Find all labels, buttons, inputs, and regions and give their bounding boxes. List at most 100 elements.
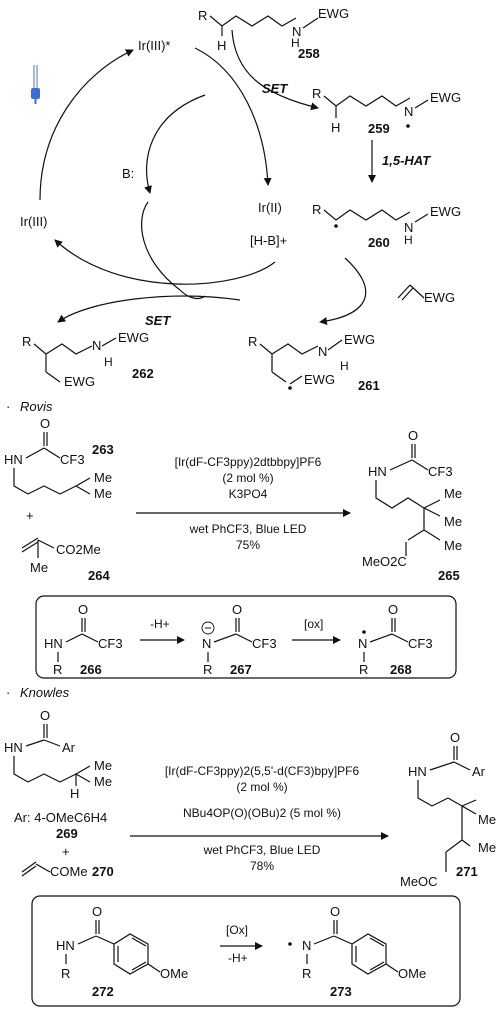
- svg-text:Ar: Ar: [472, 764, 486, 779]
- svg-text:Me: Me: [94, 486, 112, 501]
- svg-text:Me: Me: [444, 538, 462, 553]
- svg-text:H: H: [70, 786, 79, 801]
- svg-text:HN: HN: [368, 464, 387, 479]
- svg-text:Ar: 4-OMeC6H4: Ar: 4-OMeC6H4: [14, 810, 107, 825]
- ir2-label: Ir(II): [258, 200, 282, 215]
- svg-text:273: 273: [330, 984, 352, 999]
- arrow-ir2-to-ir3: [54, 239, 276, 285]
- svg-text:272: 272: [92, 984, 114, 999]
- svg-text:K3PO4: K3PO4: [229, 487, 268, 501]
- arrow-base-in: [144, 94, 206, 194]
- svg-text:Me: Me: [478, 812, 496, 827]
- svg-text:Me: Me: [478, 840, 496, 855]
- svg-text:N: N: [318, 344, 327, 359]
- svg-text:265: 265: [438, 568, 460, 583]
- svg-text:EWG: EWG: [64, 374, 95, 389]
- svg-text:Me: Me: [30, 560, 48, 575]
- svg-text:Me: Me: [94, 470, 112, 485]
- svg-text:CF3: CF3: [408, 636, 433, 651]
- svg-text:EWG: EWG: [304, 372, 335, 387]
- svg-text:R: R: [312, 202, 321, 217]
- svg-text:-H+: -H+: [150, 617, 170, 631]
- compound-266: O HN CF3 R 266: [44, 602, 123, 677]
- svg-text:Me: Me: [94, 774, 112, 789]
- svg-text:EWG: EWG: [424, 290, 455, 305]
- svg-text:O: O: [92, 904, 102, 919]
- svg-text:O: O: [450, 730, 460, 745]
- svg-text:R: R: [203, 662, 212, 677]
- svg-text:260: 260: [368, 235, 390, 250]
- knowles-catalyst: [Ir(dF-CF3ppy)2(5,5'-d(CF3)bpy]PF6: [165, 764, 360, 778]
- svg-text:HN: HN: [4, 452, 23, 467]
- svg-text:CF3: CF3: [428, 464, 453, 479]
- svg-text:EWG: EWG: [430, 90, 461, 105]
- svg-text:269: 269: [56, 826, 78, 841]
- svg-text:O: O: [408, 428, 418, 443]
- alkene-ewg: EWG: [397, 284, 455, 305]
- compound-261: R EWG N H EWG 261: [248, 332, 380, 393]
- svg-text:[ox]: [ox]: [304, 617, 323, 631]
- compound-272: O HN OMe R 272: [56, 904, 188, 999]
- svg-text:N: N: [92, 338, 101, 353]
- rovis-section: · Rovis O HN CF3 263 Me Me + Me CO2Me 26…: [4, 399, 462, 679]
- svg-text:R: R: [248, 334, 257, 349]
- arrow-set-top: [231, 29, 319, 111]
- hat-label: 1,5-HAT: [382, 153, 431, 168]
- rovis-catalyst: [Ir(dF-CF3ppy)2dtbbpy]PF6: [175, 455, 322, 469]
- svg-text:270: 270: [92, 864, 114, 879]
- catalytic-cycle: Ir(III)* Ir(III) Ir(II) [H-B]+ B: SET 1,…: [20, 6, 461, 393]
- svg-text:O: O: [40, 416, 50, 431]
- compound-262: R EWG N H EWG 262: [22, 330, 154, 389]
- svg-text:MeO2C: MeO2C: [362, 554, 407, 569]
- svg-text:[Ox]: [Ox]: [226, 923, 248, 937]
- svg-text:262: 262: [132, 366, 154, 381]
- svg-text:R: R: [22, 334, 31, 349]
- svg-text:NBu4OP(O)(OBu)2 (5 mol %): NBu4OP(O)(OBu)2 (5 mol %): [183, 806, 341, 820]
- svg-text:HN: HN: [4, 740, 23, 755]
- rovis-mechanism-box: [35, 595, 457, 679]
- compound-273: O N OMe R 273: [288, 904, 426, 999]
- svg-text:HN: HN: [56, 938, 75, 953]
- svg-text:O: O: [232, 602, 242, 617]
- ir3-label: Ir(III): [20, 214, 47, 229]
- compound-258: R H N H EWG 258: [198, 6, 349, 61]
- ir3-star-label: Ir(III)*: [138, 38, 171, 53]
- svg-text:CF3: CF3: [98, 636, 123, 651]
- arrow-addition: [319, 257, 367, 325]
- svg-text:268: 268: [390, 662, 412, 677]
- svg-text:H: H: [291, 36, 300, 50]
- svg-text:H: H: [104, 355, 113, 369]
- svg-text:258: 258: [298, 46, 320, 61]
- compound-265: O HN CF3 Me Me Me MeO2C 265: [362, 428, 462, 583]
- svg-text:R: R: [53, 662, 62, 677]
- svg-text:H: H: [217, 38, 226, 53]
- svg-text:EWG: EWG: [430, 204, 461, 219]
- svg-text:MeOC: MeOC: [400, 874, 438, 889]
- arrow-ir3-to-ir3star: [39, 49, 134, 201]
- svg-text:OMe: OMe: [160, 966, 188, 981]
- svg-text:EWG: EWG: [118, 330, 149, 345]
- compound-260: R N H EWG 260: [312, 202, 461, 250]
- svg-text:N: N: [358, 636, 367, 651]
- svg-text:CO2Me: CO2Me: [56, 542, 101, 557]
- svg-text:261: 261: [358, 378, 380, 393]
- rovis-title: Rovis: [20, 399, 53, 414]
- svg-text:N: N: [404, 104, 413, 119]
- svg-text:EWG: EWG: [344, 332, 375, 347]
- svg-text:(2 mol %): (2 mol %): [222, 471, 273, 485]
- svg-text:wet PhCF3, Blue LED: wet PhCF3, Blue LED: [203, 843, 321, 857]
- svg-text:+: +: [26, 508, 34, 523]
- svg-text:+: +: [62, 844, 70, 859]
- arrow-base-loop: [141, 201, 181, 291]
- arrow-base-tail: [179, 289, 206, 300]
- svg-text:271: 271: [456, 864, 478, 879]
- svg-text:Me: Me: [94, 758, 112, 773]
- svg-text:·: ·: [6, 685, 10, 700]
- knowles-mechanism-box: [31, 895, 461, 1007]
- svg-text:HN: HN: [408, 764, 427, 779]
- compound-269: O HN Ar Me Me H Ar: 4-OMeC6H4 269: [4, 708, 112, 841]
- svg-text:OMe: OMe: [398, 966, 426, 981]
- svg-text:Ar: Ar: [62, 740, 76, 755]
- arrow-ir3star-to-ir2: [194, 47, 272, 186]
- svg-text:75%: 75%: [236, 538, 260, 552]
